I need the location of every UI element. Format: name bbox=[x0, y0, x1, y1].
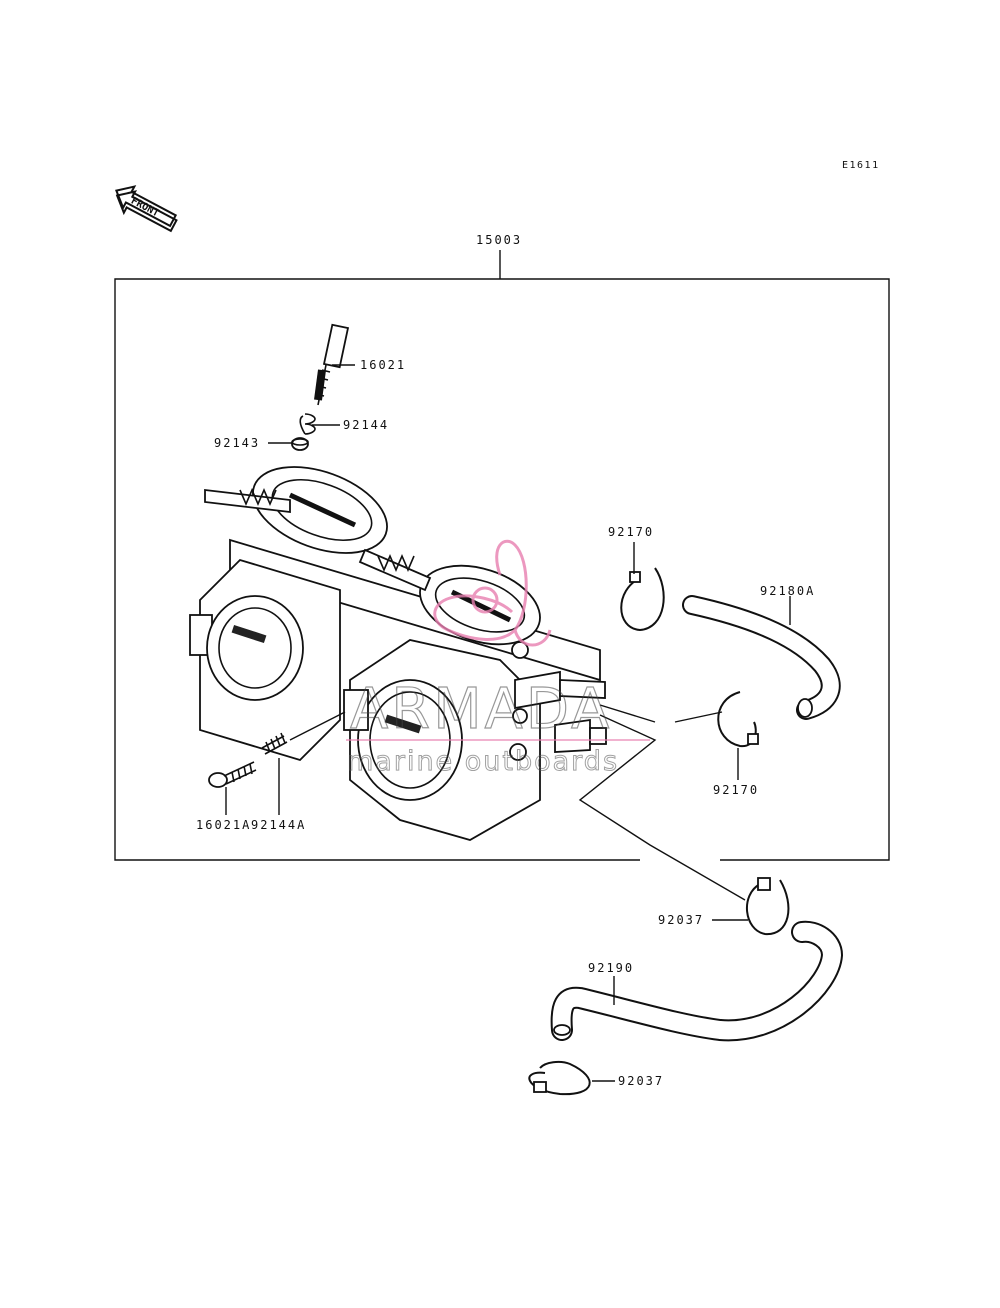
label-92190: 92190 bbox=[588, 961, 634, 975]
label-92170-top: 92170 bbox=[608, 525, 654, 539]
spring-92144 bbox=[299, 413, 316, 435]
diagram-code: E1611 bbox=[842, 160, 880, 171]
label-92037-bottom: 92037 bbox=[618, 1074, 664, 1088]
label-92170-bottom: 92170 bbox=[713, 783, 759, 797]
watermark: ARMADA marine outboards bbox=[346, 539, 650, 778]
label-92144: 92144 bbox=[343, 418, 389, 432]
label-15003: 15003 bbox=[476, 233, 522, 247]
front-arrow-icon: FRONT bbox=[115, 185, 178, 233]
hose-92190 bbox=[550, 920, 844, 1042]
label-16021: 16021 bbox=[360, 358, 406, 372]
spring-92144A bbox=[261, 711, 346, 755]
label-92037-top: 92037 bbox=[658, 913, 704, 927]
hose-92180A bbox=[682, 595, 841, 720]
label-92180A: 92180A bbox=[760, 584, 815, 598]
leader-lines bbox=[225, 364, 791, 1082]
label-92143: 92143 bbox=[214, 436, 260, 450]
label-92144A: 92144A bbox=[251, 818, 306, 832]
watermark-logo-icon bbox=[433, 539, 552, 647]
idle-screw-top bbox=[314, 323, 350, 406]
idle-screw-bottom bbox=[208, 761, 257, 788]
clamp-92170-bottom bbox=[717, 691, 759, 748]
clamp-92037-bottom bbox=[528, 1060, 591, 1096]
oring-92143 bbox=[291, 437, 309, 451]
clamp-92170-top bbox=[620, 567, 665, 632]
carburetor-assembly bbox=[189, 466, 746, 901]
assembly-frame bbox=[114, 250, 890, 861]
watermark-tagline: marine outboards bbox=[347, 746, 619, 777]
label-16021A: 16021A bbox=[196, 818, 251, 832]
watermark-brand: ARMADA bbox=[350, 677, 612, 742]
clamp-92037-top bbox=[745, 877, 790, 936]
